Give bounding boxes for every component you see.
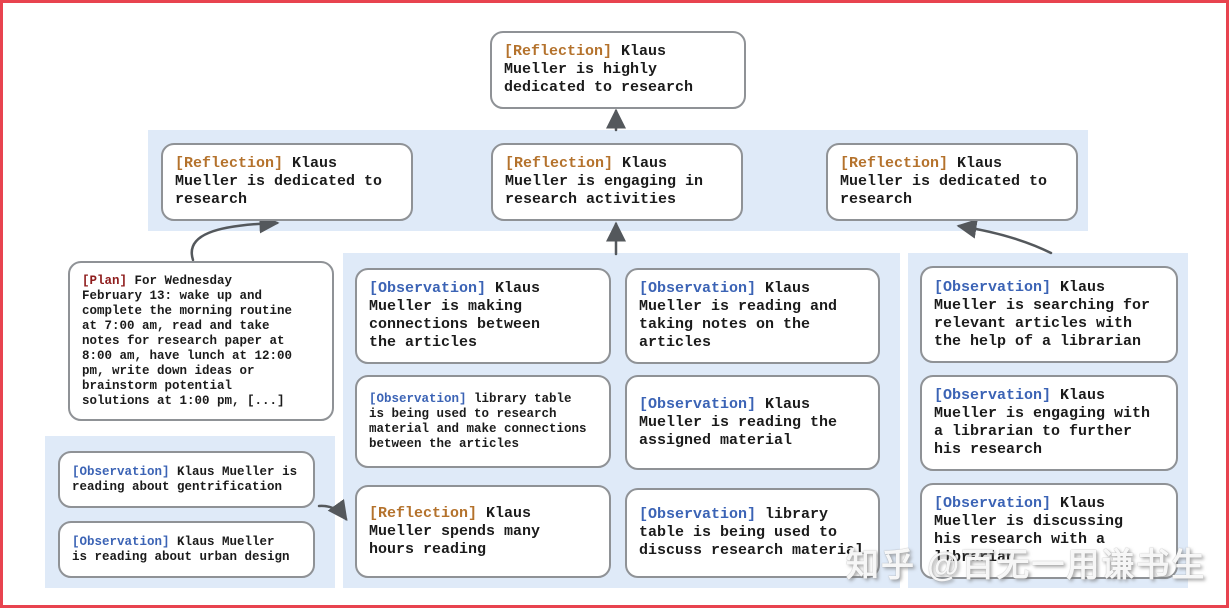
observation-node-b3: [Observation] library table is being use…: [625, 488, 880, 578]
memory-text: Klaus Mueller spends many hours reading: [369, 504, 541, 558]
memory-text: Klaus Mueller is dedicated to research: [175, 155, 383, 208]
memory-tag: [Reflection]: [504, 43, 613, 60]
memory-text: Klaus Mueller is engaging with a librari…: [934, 387, 1151, 458]
memory-text: library table is being used to research …: [369, 391, 587, 451]
memory-text: Klaus Mueller is discussing his research…: [934, 495, 1124, 566]
observation-node-c1: [Observation] Klaus Mueller is searching…: [920, 266, 1178, 363]
memory-tag: [Observation]: [72, 534, 170, 549]
reflection-node-root: [Reflection] Klaus Mueller is highly ded…: [490, 31, 746, 109]
memory-text: library table is being used to discuss r…: [639, 506, 865, 559]
memory-text: Klaus Mueller is reading about urban des…: [72, 534, 290, 564]
memory-tag: [Observation]: [639, 280, 757, 297]
memory-tag: [Reflection]: [369, 504, 478, 522]
memory-text: Klaus Mueller is dedicated to research: [840, 155, 1048, 208]
reflection-node-a3: [Reflection] Klaus Mueller spends many h…: [355, 485, 611, 578]
memory-tag: [Reflection]: [840, 155, 949, 172]
reflection-node-r3: [Reflection] Klaus Mueller is dedicated …: [826, 143, 1078, 221]
observation-node-l2: [Observation] Klaus Mueller is reading a…: [58, 521, 315, 578]
memory-text: Klaus Mueller is engaging in research ac…: [505, 155, 704, 208]
observation-node-l1: [Observation] Klaus Mueller is reading a…: [58, 451, 315, 508]
memory-text: Klaus Mueller is making connections betw…: [369, 280, 541, 351]
observation-node-a2: [Observation] library table is being use…: [355, 375, 611, 468]
memory-tag: [Observation]: [72, 464, 170, 479]
memory-text: Klaus Mueller is reading about gentrific…: [72, 464, 298, 494]
observation-node-b1: [Observation] Klaus Mueller is reading a…: [625, 268, 880, 364]
memory-tag: [Observation]: [639, 506, 757, 523]
memory-tag: [Reflection]: [175, 155, 284, 172]
plan-node: [Plan] For Wednesday February 13: wake u…: [68, 261, 334, 421]
observation-node-c2: [Observation] Klaus Mueller is engaging …: [920, 375, 1178, 471]
zhihu-watermark: 知乎 @百无一用谦书生: [846, 546, 1207, 583]
observation-node-b2: [Observation] Klaus Mueller is reading t…: [625, 375, 880, 470]
memory-text: Klaus Mueller is reading and taking note…: [639, 280, 838, 351]
memory-tag: [Observation]: [934, 278, 1052, 296]
reflection-node-r1: [Reflection] Klaus Mueller is dedicated …: [161, 143, 413, 221]
memory-tag: [Observation]: [934, 387, 1052, 404]
memory-text: For Wednesday February 13: wake up and c…: [82, 273, 293, 408]
memory-tag: [Observation]: [369, 280, 487, 297]
memory-tag: [Observation]: [369, 391, 467, 406]
memory-tag: [Reflection]: [505, 155, 614, 172]
reflection-node-r2: [Reflection] Klaus Mueller is engaging i…: [491, 143, 743, 221]
observation-node-a1: [Observation] Klaus Mueller is making co…: [355, 268, 611, 364]
memory-tag: [Plan]: [82, 273, 128, 288]
observation-node-c3: [Observation] Klaus Mueller is discussin…: [920, 483, 1178, 579]
memory-text: Klaus Mueller is highly dedicated to res…: [504, 43, 694, 96]
memory-text: Klaus Mueller is reading the assigned ma…: [639, 395, 838, 449]
memory-text: Klaus Mueller is searching for relevant …: [934, 278, 1151, 350]
memory-tag: [Observation]: [639, 395, 757, 413]
memory-tag: [Observation]: [934, 495, 1052, 512]
